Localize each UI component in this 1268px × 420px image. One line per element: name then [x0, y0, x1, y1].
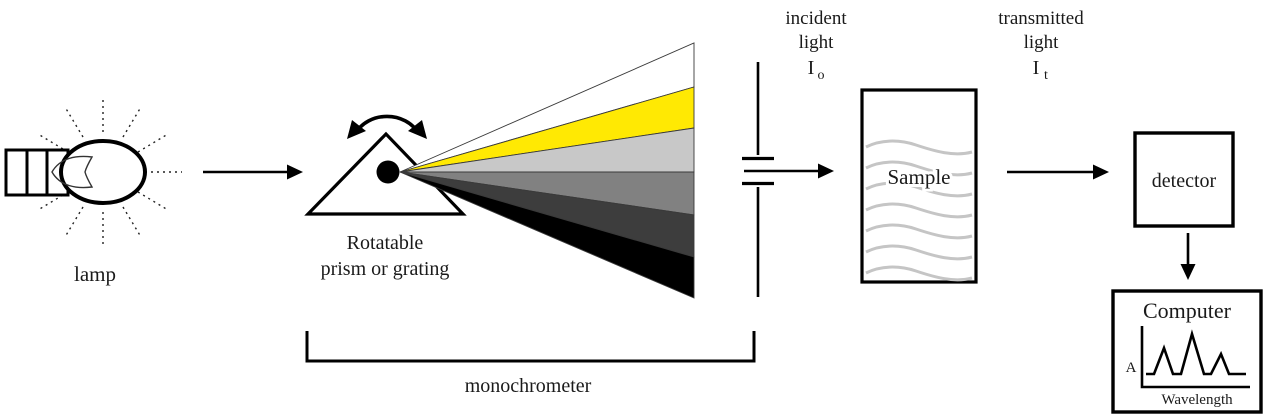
lamp-bulb	[59, 139, 147, 205]
monochromator-bracket-icon	[305, 331, 756, 363]
detector-box	[1133, 131, 1235, 228]
lamp-rays-icon	[37, 97, 182, 247]
incident-intensity-symbol: I	[808, 57, 815, 79]
sample-cell: Sample	[860, 88, 978, 284]
lamp-base	[4, 148, 70, 197]
incident-light-line2: light	[799, 32, 835, 53]
detector-label: detector	[1152, 170, 1217, 192]
transmitted-light-label-group: transmitted light I t	[998, 8, 1084, 83]
detector-unit: detector	[1133, 131, 1235, 228]
pivot-dot-icon	[376, 160, 400, 184]
arrow-lamp-to-prism-icon	[203, 164, 303, 180]
exit-slit-icon	[742, 62, 774, 297]
rotation-arrow-icon	[347, 114, 427, 139]
transmitted-light-line1: transmitted	[998, 8, 1084, 29]
computer-unit: Computer A Wavelength	[1111, 289, 1263, 414]
arrow-sample-to-detector-icon	[1007, 164, 1109, 180]
prism-label-line2: prism or grating	[321, 258, 450, 280]
incident-light-label-group: incident light I o	[785, 8, 847, 83]
lamp-filament	[51, 155, 94, 189]
transmitted-intensity-subscript: t	[1044, 68, 1048, 83]
incident-light-line1: incident	[785, 8, 847, 29]
spectrum-plot-icon: A Wavelength	[1126, 326, 1250, 408]
computer-label: Computer	[1143, 298, 1232, 323]
sample-liquid-waves-icon	[865, 139, 973, 282]
plot-xlabel: Wavelength	[1161, 392, 1233, 408]
incident-intensity-subscript: o	[818, 68, 825, 83]
arrow-detector-to-computer-icon	[1180, 233, 1196, 280]
prism-label-line1: Rotatable	[347, 232, 424, 254]
plot-ylabel: A	[1126, 360, 1137, 376]
spectrum-curve	[1146, 329, 1246, 376]
transmitted-light-line2: light	[1024, 32, 1060, 53]
fan-wedge-black	[399, 171, 695, 299]
monochromator-label: monochrometer	[465, 375, 592, 397]
lamp-icon	[4, 97, 182, 247]
lamp-label: lamp	[74, 262, 116, 286]
arrow-slit-to-sample-icon	[744, 163, 834, 179]
spectrum-fan-icon	[399, 42, 695, 299]
transmitted-intensity-symbol: I	[1033, 57, 1040, 79]
sample-label: Sample	[888, 165, 951, 189]
